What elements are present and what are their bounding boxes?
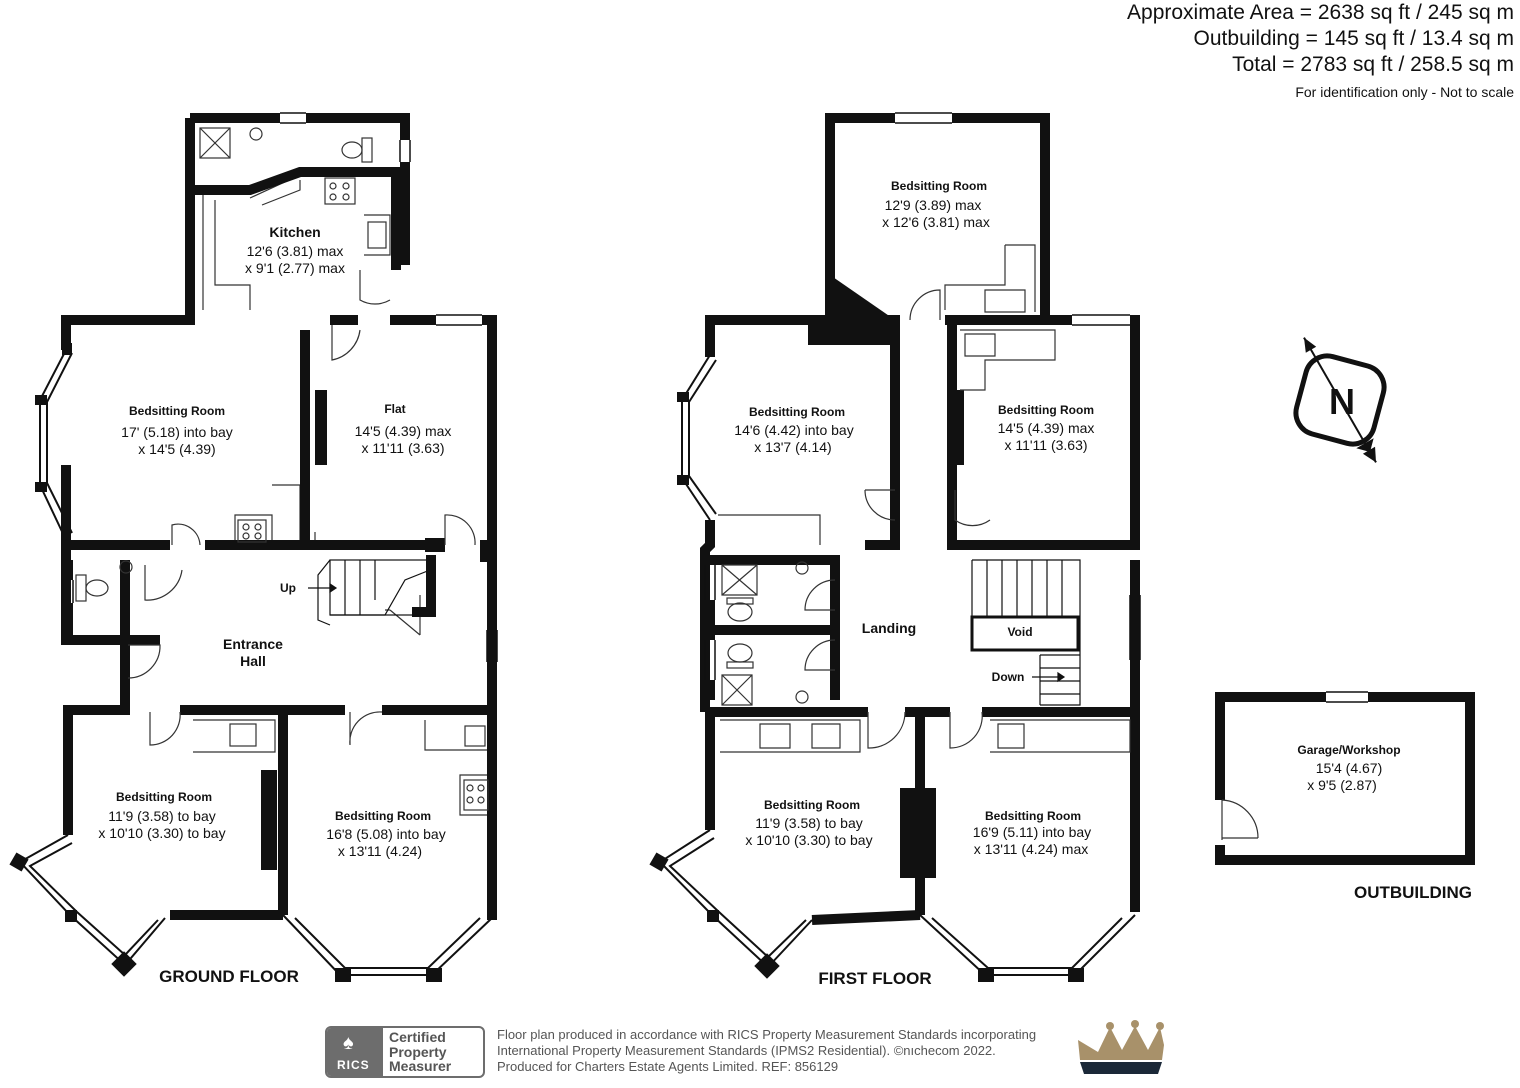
ff-bedsit-left-dim2: x 13'7 (4.14) [754, 439, 831, 455]
ff-bedsit-right-dim1: 14'5 (4.39) max [998, 420, 1095, 436]
badge-line2: Property [389, 1043, 447, 1060]
gf-bedsit-left-name: Bedsitting Room [129, 404, 225, 418]
gf-bedsit-br-dim2: x 13'11 (4.24) [338, 843, 422, 859]
ground-floor-plan: Kitchen 12'6 (3.81) max x 9'1 (2.77) max… [9, 112, 498, 986]
garage-dim2: x 9'5 (2.87) [1307, 777, 1377, 793]
ff-bedsit-left-dim1: 14'6 (4.42) into bay [734, 422, 853, 438]
ff-bedsit-left-name: Bedsitting Room [749, 405, 845, 419]
gf-hall-line1: Entrance [223, 636, 283, 652]
rics-logo-text: RICS [337, 1058, 370, 1072]
gf-hall-line2: Hall [240, 653, 266, 669]
ff-bedsit-bl-dim2: x 10'10 (3.30) to bay [745, 832, 872, 848]
rics-certified-badge: ♠ RICS Certified Property Measurer [325, 1026, 485, 1078]
area-summary: Approximate Area = 2638 sq ft / 245 sq m… [1127, 0, 1514, 102]
first-floor-plan: Bedsitting Room 12'9 (3.89) max x 12'6 (… [649, 112, 1141, 988]
crown-logo [1078, 1020, 1164, 1074]
footer-line2: International Property Measurement Stand… [497, 1043, 996, 1058]
footer-text: Floor plan produced in accordance with R… [497, 1027, 1036, 1075]
gf-bedsit-br-name: Bedsitting Room [335, 809, 431, 823]
ff-bedsit-right-dim2: x 11'11 (3.63) [1004, 437, 1087, 453]
gf-bedsit-br-dim1: 16'8 (5.08) into bay [326, 826, 445, 842]
gf-kitchen-name: Kitchen [269, 224, 320, 240]
total-area: Total = 2783 sq ft / 258.5 sq m [1232, 53, 1514, 76]
ff-bedsit-top-dim2: x 12'6 (3.81) max [882, 214, 990, 230]
gf-bedsit-bl-name: Bedsitting Room [116, 790, 212, 804]
rics-logo: ♠ RICS [327, 1028, 383, 1076]
outbuilding-plan: Garage/Workshop 15'4 (4.67) x 9'5 (2.87)… [1215, 691, 1475, 902]
garage-dim1: 15'4 (4.67) [1316, 760, 1383, 776]
gf-bedsit-bl-dim2: x 10'10 (3.30) to bay [98, 825, 225, 841]
ff-down-label: Down [992, 670, 1025, 684]
ff-bedsit-br-dim2: x 13'11 (4.24) max [974, 841, 1088, 857]
gf-kitchen-dim1: 12'6 (3.81) max [247, 243, 344, 259]
badge-line3: Measurer [389, 1058, 452, 1074]
gf-up-label: Up [280, 581, 296, 595]
ff-bedsit-right-name: Bedsitting Room [998, 403, 1094, 417]
gf-bedsit-left-dim2: x 14'5 (4.39) [138, 441, 215, 457]
ff-bedsit-br-dim1: 16'9 (5.11) into bay [973, 824, 1091, 840]
ff-void-label: Void [1007, 625, 1032, 639]
footer-line1: Floor plan produced in accordance with R… [497, 1027, 1037, 1042]
footer-line3: Produced for Charters Estate Agents Limi… [497, 1059, 839, 1074]
approximate-area: Approximate Area = 2638 sq ft / 245 sq m [1127, 1, 1514, 24]
north-compass [1293, 337, 1387, 463]
ff-bedsit-top-name: Bedsitting Room [891, 179, 987, 193]
ff-bedsit-bl-dim1: 11'9 (3.58) to bay [755, 815, 862, 831]
garage-name: Garage/Workshop [1297, 743, 1400, 757]
ff-bedsit-top-dim1: 12'9 (3.89) max [885, 197, 982, 213]
ff-bedsit-br-name: Bedsitting Room [985, 809, 1081, 823]
rics-lion-icon: ♠ [343, 1032, 354, 1054]
scale-note: For identification only - Not to scale [1295, 84, 1514, 100]
gf-bedsit-left-dim1: 17' (5.18) into bay [121, 424, 233, 440]
compass-letter: N [1329, 381, 1355, 422]
ff-bedsit-bl-name: Bedsitting Room [764, 798, 860, 812]
gf-kitchen-dim2: x 9'1 (2.77) max [245, 260, 345, 276]
gf-flat-dim1: 14'5 (4.39) max [355, 423, 452, 439]
badge-words: Certified Property Measurer [389, 1030, 451, 1074]
badge-line1: Certified [389, 1029, 446, 1045]
outbuilding-label: OUTBUILDING [1354, 883, 1472, 902]
gf-flat-dim2: x 11'11 (3.63) [361, 440, 444, 456]
ff-landing-label: Landing [862, 620, 916, 636]
ground-floor-label: GROUND FLOOR [159, 967, 299, 986]
first-floor-label: FIRST FLOOR [818, 969, 931, 988]
gf-bedsit-bl-dim1: 11'9 (3.58) to bay [108, 808, 215, 824]
outbuilding-area: Outbuilding = 145 sq ft / 13.4 sq m [1193, 27, 1514, 50]
gf-flat-name: Flat [384, 402, 405, 416]
